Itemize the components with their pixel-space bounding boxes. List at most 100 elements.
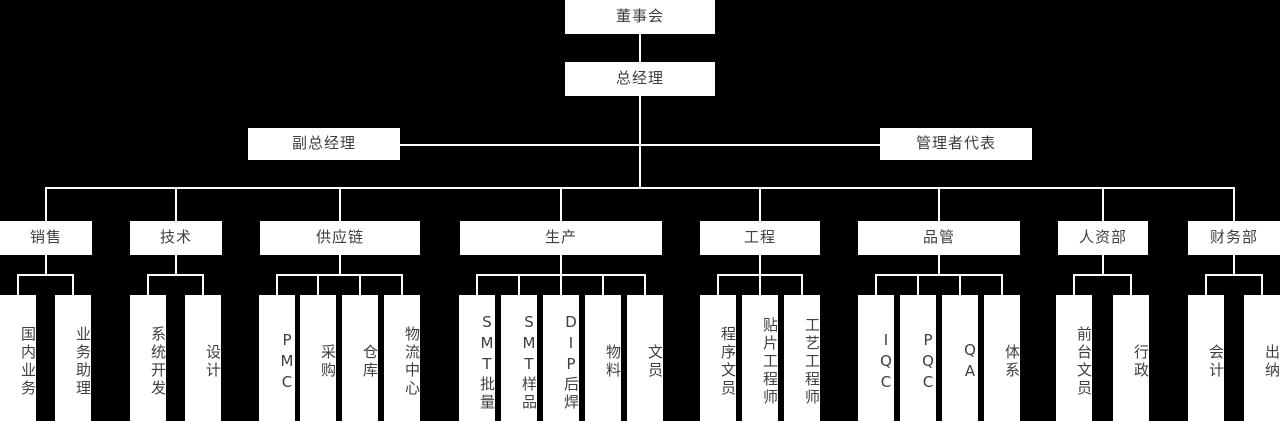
stem-finance [1233, 255, 1235, 274]
leaf-label: 物流中心 [403, 326, 421, 398]
leaf-eng-smt-engineer[interactable]: 贴片工程师 [742, 295, 779, 421]
drop-supply-1 [317, 274, 319, 295]
leaf-label: 采购 [319, 344, 337, 380]
drop-qc-2 [959, 274, 961, 295]
drop-prod-4 [644, 274, 646, 295]
leaf-label: 文员 [646, 344, 664, 380]
leaf-supply-warehouse[interactable]: 仓库 [342, 295, 379, 421]
drop-to-finance [1233, 187, 1235, 221]
dept-label: 品管 [922, 228, 955, 247]
leaf-sales-domestic-business[interactable]: 国内业务 [0, 295, 37, 421]
stem-production [560, 255, 562, 274]
dept-label: 技术 [159, 228, 192, 247]
leaf-label: 国内业务 [19, 326, 37, 398]
dept-sales[interactable]: 销售 [0, 221, 92, 255]
node-deputy-general-manager[interactable]: 副总经理 [248, 128, 400, 160]
node-label: 董事会 [615, 7, 664, 26]
leaf-label: SMT样品 [520, 312, 538, 412]
leaf-label: IQC [877, 330, 895, 394]
leaf-label: 前台文员 [1075, 326, 1093, 398]
drop-supply-2 [359, 274, 361, 295]
node-management-representative[interactable]: 管理者代表 [880, 128, 1032, 160]
leaf-fin-accounting[interactable]: 会计 [1188, 295, 1225, 421]
stem-sales [45, 255, 47, 274]
dept-label: 销售 [29, 228, 62, 247]
node-general-manager[interactable]: 总经理 [565, 62, 715, 96]
dept-label: 工程 [743, 228, 776, 247]
leaf-label: PMC [278, 330, 296, 394]
leaf-qc-pqc[interactable]: PQC [900, 295, 937, 421]
drop-prod-2 [560, 274, 562, 295]
dept-finance[interactable]: 财务部 [1188, 221, 1280, 255]
drop-eng-1 [759, 274, 761, 295]
connector-board-to-gm [639, 34, 641, 62]
connector-gm-trunk [639, 96, 641, 188]
leaf-supply-pmc[interactable]: PMC [259, 295, 296, 421]
leaf-prod-dip-soldering[interactable]: DIP后焊 [543, 295, 580, 421]
leaf-hr-administration[interactable]: 行政 [1113, 295, 1150, 421]
leaf-hr-front-desk-clerk[interactable]: 前台文员 [1056, 295, 1093, 421]
drop-to-sales [45, 187, 47, 221]
drop-supply-0 [276, 274, 278, 295]
dept-label: 人资部 [1078, 228, 1127, 247]
connector-staff-left [400, 144, 640, 146]
drop-to-supply [339, 187, 341, 221]
node-label: 副总经理 [291, 134, 356, 153]
leaf-eng-process-engineer[interactable]: 工艺工程师 [784, 295, 821, 421]
leaf-prod-clerk[interactable]: 文员 [627, 295, 664, 421]
bus-sales [18, 274, 74, 276]
dept-human-resources[interactable]: 人资部 [1058, 221, 1148, 255]
dept-production[interactable]: 生产 [460, 221, 662, 255]
leaf-tech-system-development[interactable]: 系统开发 [130, 295, 167, 421]
leaf-label: 工艺工程师 [803, 317, 821, 407]
leaf-tech-design[interactable]: 设计 [185, 295, 222, 421]
drop-supply-3 [401, 274, 403, 295]
leaf-supply-logistics-center[interactable]: 物流中心 [384, 295, 421, 421]
drop-to-hr [1102, 187, 1104, 221]
leaf-sales-business-assistant[interactable]: 业务助理 [55, 295, 92, 421]
bus-finance [1206, 274, 1262, 276]
drop-prod-3 [602, 274, 604, 295]
leaf-eng-program-clerk[interactable]: 程序文员 [700, 295, 737, 421]
leaf-prod-smt-mass-production[interactable]: SMT批量 [459, 295, 496, 421]
stem-human-resources [1102, 255, 1104, 274]
drop-to-qc [938, 187, 940, 221]
leaf-prod-materials[interactable]: 物料 [585, 295, 622, 421]
drop-sales-0 [17, 274, 19, 295]
leaf-label: QA [961, 341, 979, 383]
department-bus [46, 187, 1234, 189]
leaf-qc-qa[interactable]: QA [942, 295, 979, 421]
bus-human-resources [1074, 274, 1132, 276]
leaf-label: DIP后焊 [562, 312, 580, 412]
dept-quality-control[interactable]: 品管 [858, 221, 1020, 255]
leaf-label: 设计 [204, 344, 222, 380]
leaf-label: 系统开发 [149, 326, 167, 398]
dept-technology[interactable]: 技术 [130, 221, 222, 255]
stem-supply-chain [339, 255, 341, 274]
leaf-fin-cashier[interactable]: 出纳 [1244, 295, 1280, 421]
stem-quality-control [938, 255, 940, 274]
drop-hr-1 [1130, 274, 1132, 295]
leaf-label: 物料 [604, 344, 622, 380]
drop-qc-1 [917, 274, 919, 295]
drop-eng-0 [717, 274, 719, 295]
dept-supply-chain[interactable]: 供应链 [260, 221, 420, 255]
drop-fin-0 [1205, 274, 1207, 295]
drop-fin-1 [1261, 274, 1263, 295]
leaf-label: 贴片工程师 [761, 317, 779, 407]
leaf-prod-smt-sample[interactable]: SMT样品 [501, 295, 538, 421]
bus-quality-control [876, 274, 1002, 276]
leaf-qc-system[interactable]: 体系 [984, 295, 1021, 421]
leaf-qc-iqc[interactable]: IQC [858, 295, 895, 421]
node-board[interactable]: 董事会 [565, 0, 715, 34]
drop-sales-1 [72, 274, 74, 295]
leaf-label: 业务助理 [74, 326, 92, 398]
leaf-supply-purchasing[interactable]: 采购 [300, 295, 337, 421]
drop-to-engineering [759, 187, 761, 221]
drop-to-production [560, 187, 562, 221]
stem-technology [175, 255, 177, 274]
bus-technology [148, 274, 204, 276]
dept-label: 生产 [544, 228, 577, 247]
dept-engineering[interactable]: 工程 [700, 221, 820, 255]
